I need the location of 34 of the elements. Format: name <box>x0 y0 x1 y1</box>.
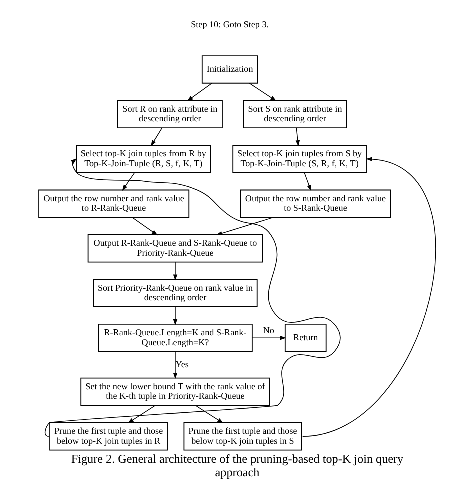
arrow <box>127 405 156 424</box>
arrow <box>216 217 274 236</box>
arrow <box>172 262 178 281</box>
node-box: Sort Priority-Rank-Queue on rank value in descending order <box>92 279 258 308</box>
edge-label: Yes <box>175 359 188 370</box>
node-box: Sort R on rank attribute in descending order <box>116 100 222 129</box>
node-box: Prune the first tuple and those below top-K join tuples in R <box>49 422 168 451</box>
arrow <box>304 172 311 192</box>
node-box: Sort S on rank attribute in descending order <box>242 100 347 129</box>
arrow <box>194 405 224 424</box>
node-box: Select top-K join tuples from R by Top-K-Join-Tuple (R, S, f, K, T) <box>76 145 211 174</box>
arrow <box>122 172 135 192</box>
arrow <box>132 217 158 236</box>
arrow <box>302 157 436 438</box>
node-box: Output R-Rank-Queue and S-Rank-Queue to Priority-Rank-Queue <box>87 234 263 263</box>
edge-label: No <box>262 325 274 336</box>
arrow <box>186 83 212 102</box>
caption: Figure 2. General architecture of the pruning-based top-K join query approach <box>70 452 404 480</box>
node-box: Set the new lower bound T with the rank value of the K-th tuple in Priority-Rank-Queue <box>80 378 270 406</box>
node-box: Output the row number and rank value to R-Rank-Queue <box>38 190 190 218</box>
label: Step 10: Goto Step 3. <box>190 19 269 30</box>
node-box: Return <box>284 324 326 352</box>
node-box: Select top-K join tuples from S by Top-K-Join-Tuple (S, R, f, K, T) <box>232 145 366 174</box>
node-box: Output the row number and rank value to S-Rank-Queue <box>240 190 391 218</box>
arrow <box>252 336 286 340</box>
arrow <box>150 128 162 146</box>
arrow <box>295 128 300 147</box>
node-box: R-Rank-Queue.Length=K and S-Rank-Queue.Length=K? <box>98 324 252 352</box>
arrow <box>172 306 178 326</box>
node-box: Initialization <box>201 56 258 84</box>
arrow <box>172 351 178 380</box>
arrow <box>44 158 340 438</box>
node-box: Prune the first tuple and those below top-K join tuples in S <box>183 422 302 451</box>
arrow <box>248 83 276 102</box>
